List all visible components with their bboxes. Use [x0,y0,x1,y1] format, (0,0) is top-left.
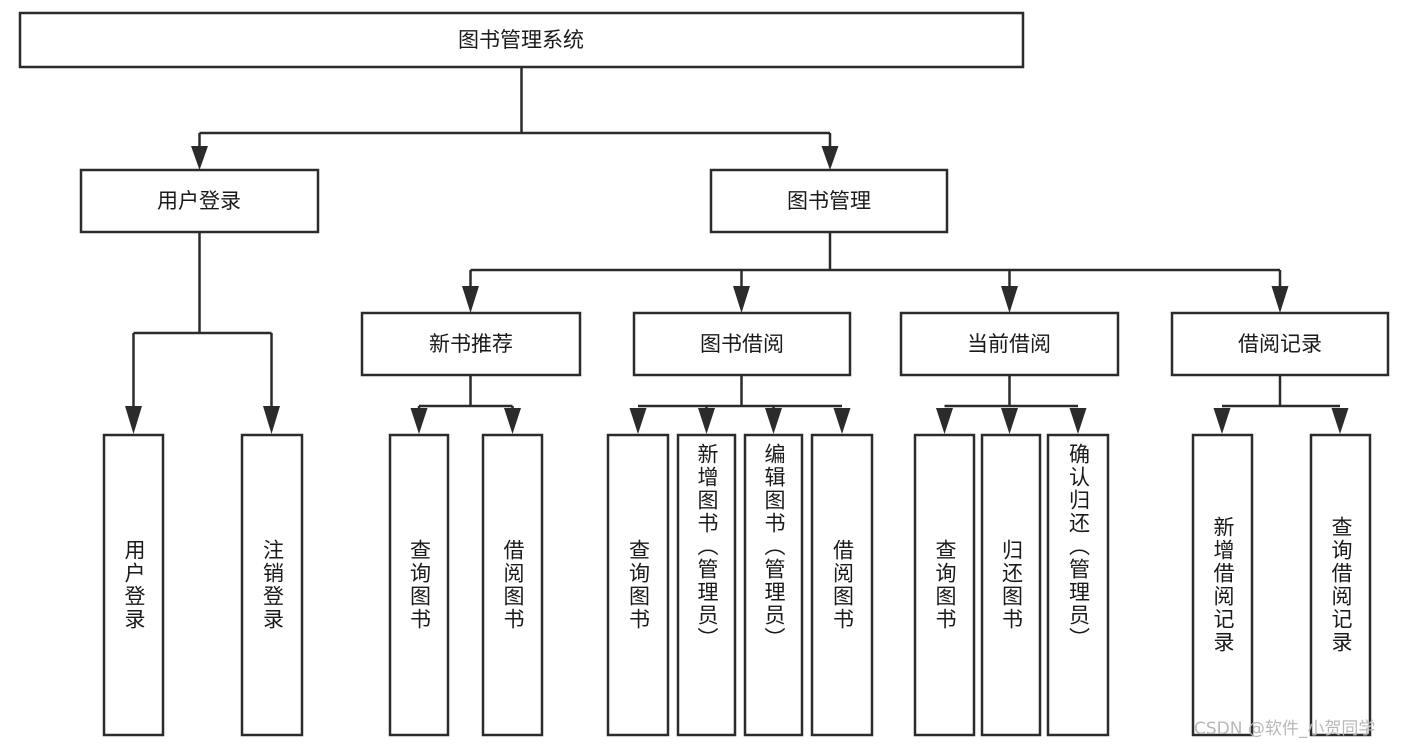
arrowhead-cb-query [936,408,953,434]
arrowhead-new-book [462,286,479,313]
arrowhead-nb-borrow [504,408,521,434]
leaf-br-query-box[interactable] [1309,433,1372,737]
arrowhead-book-manage [821,146,839,170]
arrowhead-leaf-logout [263,406,280,434]
arrowhead-nb-query [410,408,428,434]
node-new-book-box[interactable] [360,311,582,377]
leaf-br-add-label: 新增借阅记录 [1211,516,1235,654]
leaf-br-query[interactable]: 查询借阅记录 [1311,435,1370,735]
leaf-cb-return[interactable]: 归还图书 [982,435,1040,735]
leaf-cb-query[interactable]: 查询图书 [915,435,974,735]
leaf-nb-borrow-label: 借阅图书 [501,539,525,631]
node-current-borrow-box[interactable] [899,311,1120,377]
leaf-bb-add[interactable]: 新增图书（管理员） [678,435,735,735]
leaf-cb-return-box[interactable] [980,433,1042,737]
arrowhead-leaf-user-login [125,406,142,434]
leaf-nb-query[interactable]: 查询图书 [390,435,448,735]
node-book-manage-label: 图书管理 [787,189,871,213]
node-current-borrow-label: 当前借阅 [967,332,1051,356]
node-user-login-label: 用户登录 [157,189,241,213]
node-borrow-record-label: 借阅记录 [1238,332,1322,356]
node-root-box[interactable] [18,11,1025,69]
leaf-logout-box[interactable] [240,433,304,737]
leaf-br-query-label: 查询借阅记录 [1329,516,1353,654]
arrowhead-cb-confirm [1069,408,1087,434]
leaf-user-login-box[interactable] [102,433,165,737]
leaf-nb-borrow-box[interactable] [481,433,544,737]
leaf-br-add-box[interactable] [1191,433,1254,737]
leaf-bb-borrow-label: 借阅图书 [830,539,855,631]
leaf-bb-add-box[interactable] [676,433,737,737]
node-root-label: 图书管理系统 [458,28,584,52]
arrowhead-bb-borrow [833,408,851,434]
leaf-cb-query-label: 查询图书 [933,539,957,631]
leaf-bb-query-box[interactable] [606,433,670,737]
node-book-borrow-box[interactable] [632,311,852,377]
leaf-nb-borrow[interactable]: 借阅图书 [483,435,542,735]
arrowhead-cb-return [1001,408,1018,434]
leaf-bb-edit[interactable]: 编辑图书（管理员） [745,435,802,735]
arrowhead-bb-edit [765,408,782,434]
connector-group [125,67,1349,434]
leaf-cb-query-box[interactable] [913,433,976,737]
leaf-br-add[interactable]: 新增借阅记录 [1193,435,1252,735]
node-borrow-record-box[interactable] [1170,311,1390,377]
arrowhead-br-add [1213,408,1231,434]
leaf-logout[interactable]: 注销登录 [242,435,302,735]
leaf-cb-confirm-box[interactable] [1046,433,1110,737]
arrowhead-bb-add [698,408,715,434]
leaf-user-login-label: 用户登录 [122,539,146,631]
horizontal-label-group: 图书管理系统 用户登录 图书管理 新书推荐 图书借阅 当前借阅 借阅记录 [157,28,1322,356]
leaf-cb-confirm-label: 确认归还（管理员） [1066,443,1091,650]
arrowhead-user-login [191,146,208,170]
leaf-cb-return-label: 归还图书 [999,539,1024,631]
arrowhead-book-borrow [733,286,750,313]
leaf-logout-label: 注销登录 [260,539,285,631]
arrowhead-br-query [1331,408,1349,434]
leaf-bb-edit-box[interactable] [743,433,804,737]
leaf-bb-add-label: 新增图书（管理员） [695,443,719,650]
node-box-group [18,11,1390,737]
leaf-bb-borrow-box[interactable] [810,433,874,737]
leaf-bb-borrow[interactable]: 借阅图书 [812,435,872,735]
node-new-book-label: 新书推荐 [429,332,513,356]
node-book-borrow-label: 图书借阅 [700,332,784,356]
arrowhead-current-borrow [1001,286,1018,313]
node-user-login-box[interactable] [79,168,320,234]
arrowhead-borrow-record [1271,286,1289,313]
arrowhead-bb-query [629,408,647,434]
leaf-nb-query-label: 查询图书 [407,539,432,631]
leaf-bb-query[interactable]: 查询图书 [608,435,668,735]
leaf-user-login[interactable]: 用户登录 [104,435,163,735]
leaf-bb-query-label: 查询图书 [626,539,651,631]
leaf-nb-query-box[interactable] [388,433,450,737]
leaf-cb-confirm[interactable]: 确认归还（管理员） [1048,435,1108,735]
node-book-manage-box[interactable] [709,168,949,234]
csdn-watermark: CSDN @软件_小贺同学 [1194,719,1376,739]
leaf-bb-edit-label: 编辑图书（管理员） [762,443,786,650]
